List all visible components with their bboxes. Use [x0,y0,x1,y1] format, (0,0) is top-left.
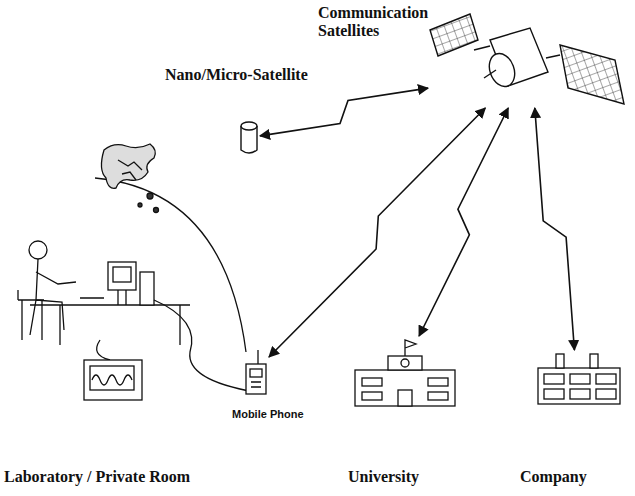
node-label: Laboratory / Private Room [4,468,190,486]
mobile-phone-node: Mobile Phone [243,346,269,398]
university-node: University [352,336,458,408]
link-arrow [260,88,428,136]
link-arrow [269,108,485,357]
node-label: University [348,468,419,486]
satellite-node: Communication Satellites [428,12,626,108]
company-node: Company [534,350,624,406]
node-label: Nano/Micro-Satellite [165,66,308,84]
satellite-figure [430,14,624,104]
link-arrow [535,108,575,350]
laboratory-figure [18,144,266,400]
nano-satellite-figure [241,122,257,153]
company-building [538,354,620,404]
node-label: Mobile Phone [232,408,304,420]
link-arrow [419,108,508,336]
university-building [355,340,455,406]
laboratory-node: Laboratory / Private RoomMobile Phone [0,120,282,416]
node-label: Communication Satellites [318,4,428,39]
node-label: Company [520,468,587,486]
nano-satellite-node: Nano/Micro-Satellite [238,120,260,158]
